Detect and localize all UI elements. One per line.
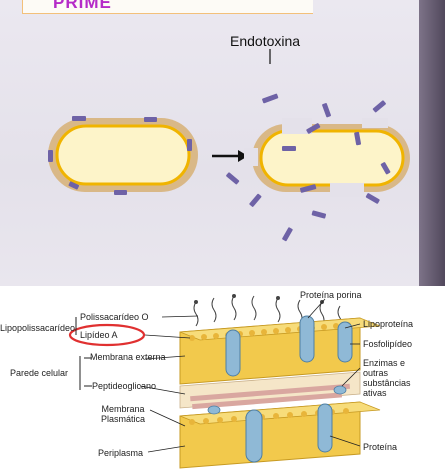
cell-envelope-illustration xyxy=(68,294,381,469)
leader-lines xyxy=(139,298,361,453)
label-lipid-a: Lipídeo A xyxy=(80,330,118,340)
endotoxin-panel: PRIME xyxy=(0,0,445,286)
label-peptidoglycan: Peptideoglicano xyxy=(92,381,157,391)
membrane-proteins xyxy=(245,403,333,463)
endotoxin-fragments xyxy=(226,93,391,242)
peptidoglycan-layer xyxy=(179,371,361,410)
label-periplasm: Periplasma xyxy=(98,448,144,458)
label-lipopolysaccharide: Lipopolissacarídeo xyxy=(0,323,76,333)
header-title: PRIME xyxy=(53,0,112,12)
label-outer-membrane: Membrana externa xyxy=(90,352,166,362)
label-cell-wall: Parede celular xyxy=(10,368,69,378)
label-phospholipid: Fosfolipídeo xyxy=(363,339,413,349)
label-plasma-membrane: Membrana Plasmática xyxy=(100,404,145,424)
lipid-a-highlight xyxy=(68,323,146,347)
enzyme-blobs xyxy=(207,385,347,415)
label-polysaccharide-o: Polissacarídeo O xyxy=(80,312,149,322)
lysed-bacterium xyxy=(244,118,410,197)
porin-proteins xyxy=(225,315,353,377)
book-page-edge xyxy=(419,0,445,286)
label-lipoprotein: Lipoproteína xyxy=(363,319,414,329)
transition-arrow xyxy=(212,150,248,162)
label-protein: Proteína xyxy=(363,442,398,452)
header-strip: PRIME xyxy=(22,0,313,14)
endotoxin-label: Endotoxina xyxy=(230,33,301,49)
label-brackets xyxy=(75,317,92,390)
intact-bacterium xyxy=(48,116,198,195)
label-enzymes: Enzimas e outras substâncias ativas xyxy=(363,358,411,398)
endotoxin-illustration xyxy=(48,49,410,242)
cell-envelope-panel: Lipopolissacarídeo Polissacarídeo O Lipí… xyxy=(0,286,445,474)
label-porin-protein: Proteína porina xyxy=(300,290,362,300)
